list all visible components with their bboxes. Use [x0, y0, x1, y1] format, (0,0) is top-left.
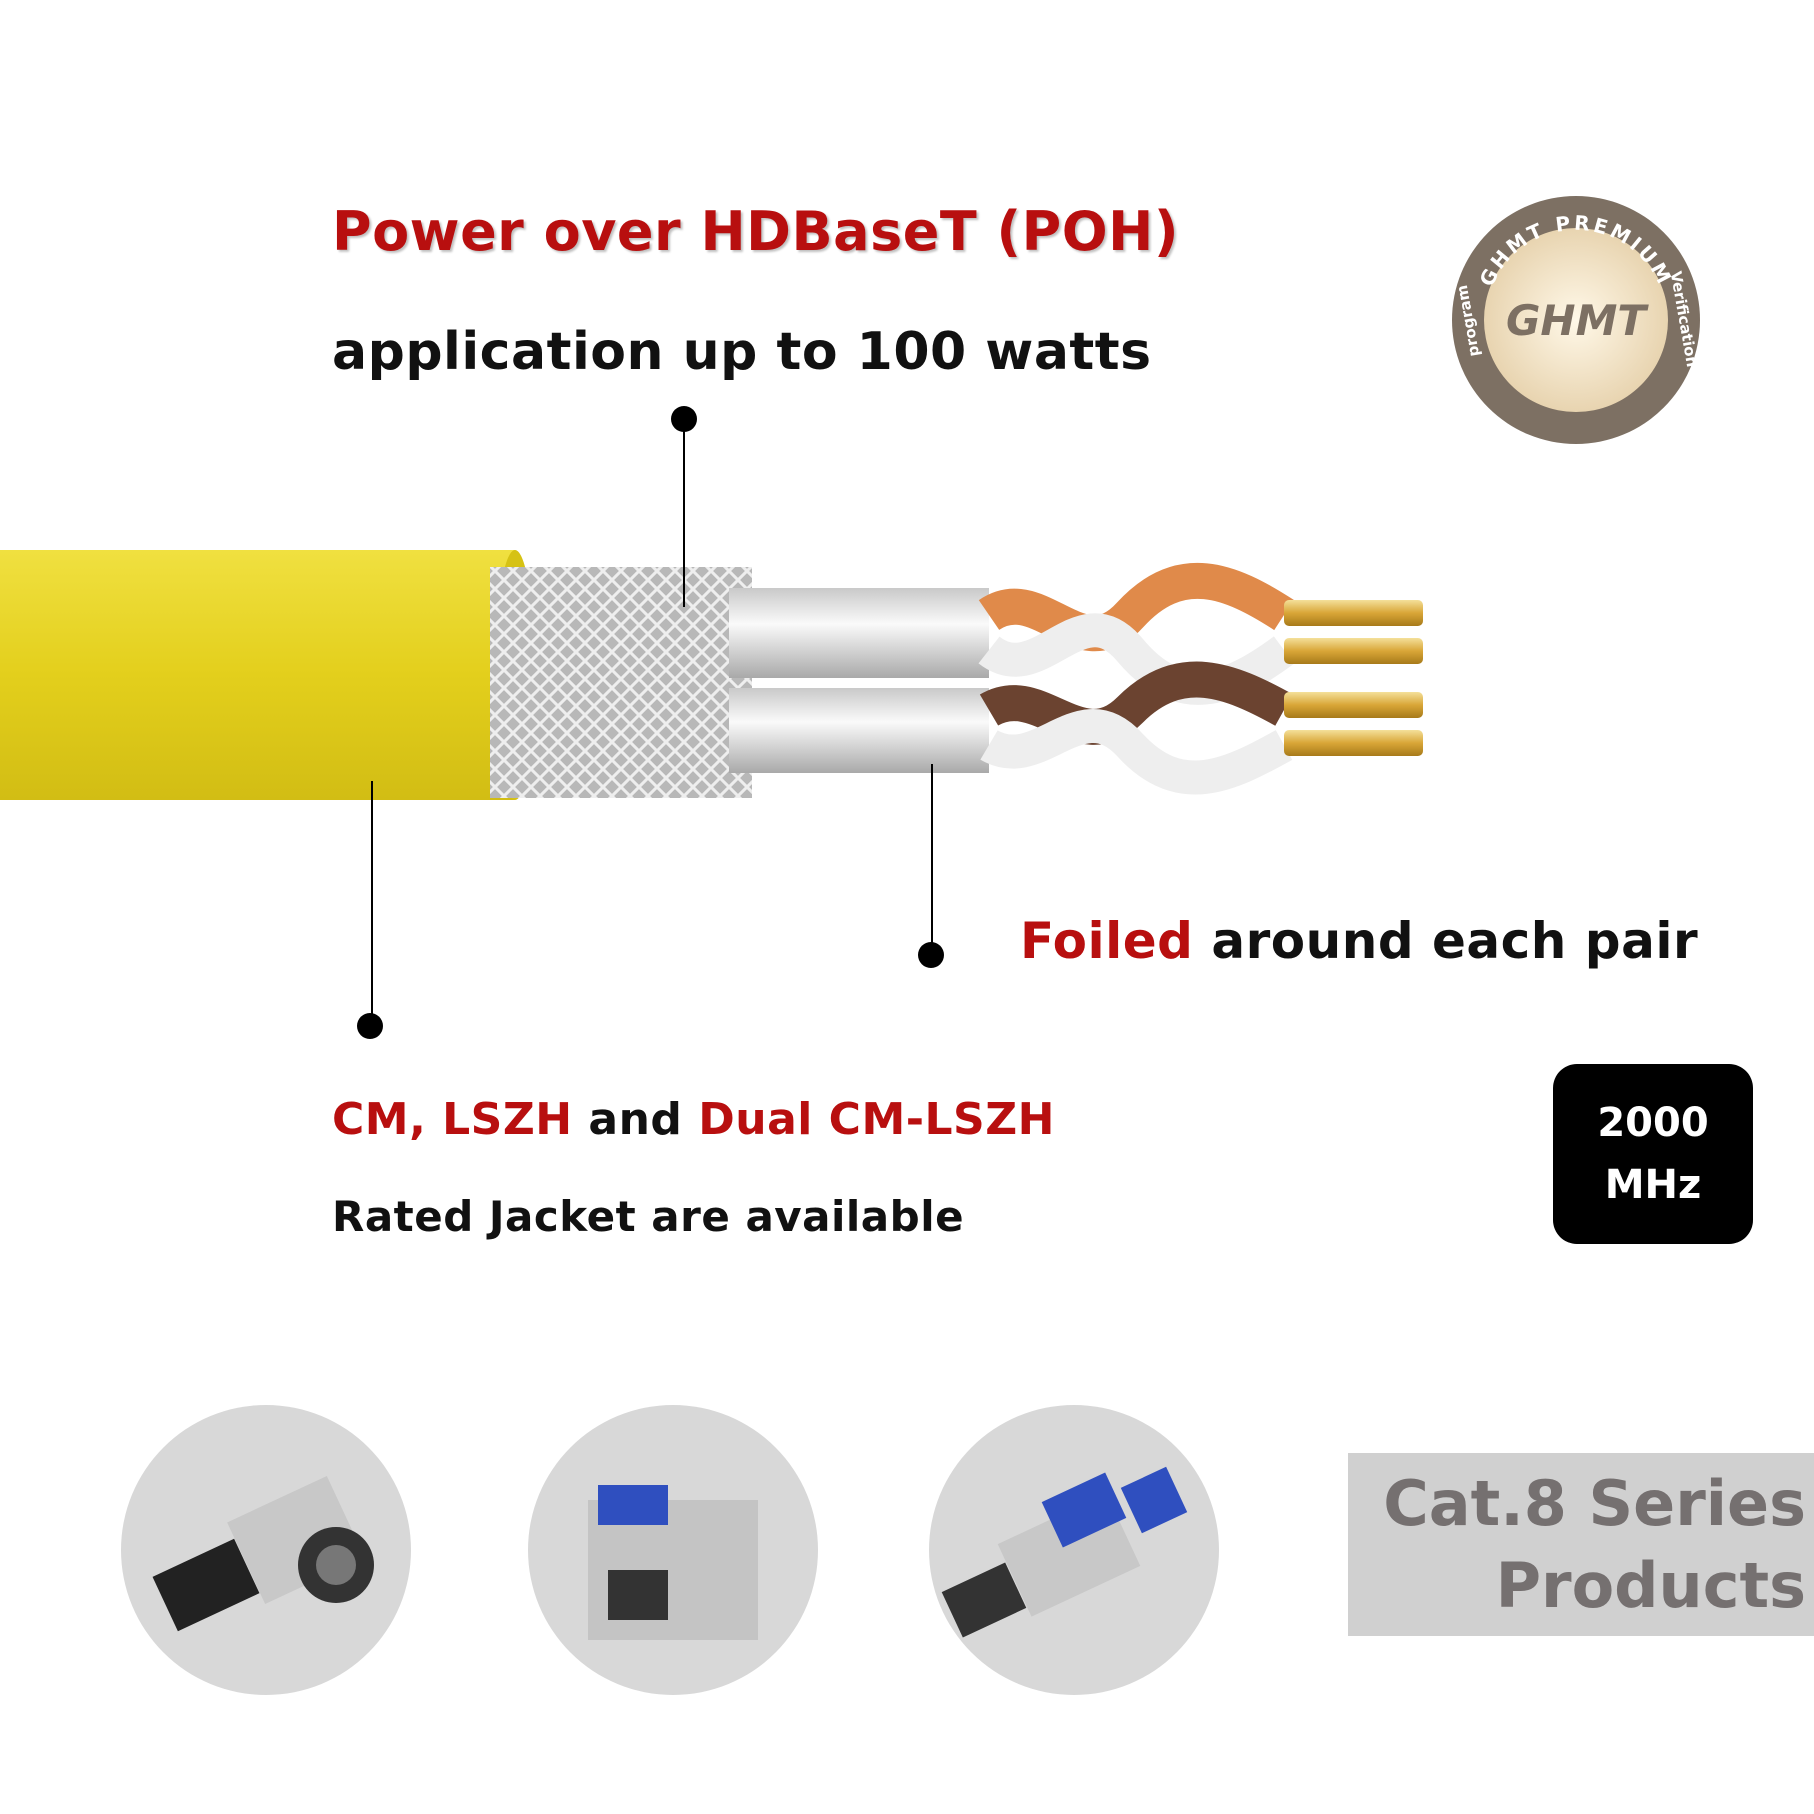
- series-line1: Cat.8 Series: [1383, 1467, 1806, 1540]
- callout-line-foil: [931, 764, 933, 955]
- product-angled-plug: [121, 1405, 411, 1695]
- frequency-unit: MHz: [1604, 1162, 1702, 1208]
- cable-illustration: [0, 550, 1423, 800]
- poh-subtitle: application up to 100 watts: [332, 322, 1152, 382]
- foil-highlight: Foiled: [1020, 912, 1194, 970]
- foil-rest: around each pair: [1193, 912, 1699, 970]
- keystone-jack-icon: [588, 1485, 758, 1640]
- jacket-label: CM, LSZH and Dual CM-LSZH: [332, 1094, 1055, 1145]
- braid-shield: [490, 567, 752, 798]
- svg-text:GHMT: GHMT: [1506, 296, 1649, 345]
- product-keystone-jack: [528, 1405, 818, 1695]
- callout-dot-jacket: [357, 1013, 383, 1039]
- cat8-series-banner: Cat.8 Series Products: [1348, 1453, 1814, 1636]
- jacket-part2: and: [572, 1094, 699, 1145]
- jacket-part1: CM, LSZH: [332, 1094, 573, 1145]
- rj45-angled-plug-icon: [152, 1475, 374, 1632]
- foil-label: Foiled around each pair: [1020, 912, 1698, 970]
- rj45-field-plug-icon: [941, 1466, 1188, 1638]
- callout-line-poh: [683, 419, 685, 607]
- series-line2: Products: [1495, 1549, 1806, 1622]
- callout-dot-foil: [918, 942, 944, 968]
- jacket-part3: Dual CM-LSZH: [698, 1094, 1055, 1145]
- frequency-value: 2000: [1597, 1100, 1709, 1146]
- cable-jacket: [0, 550, 515, 800]
- pair-foil-1: [729, 588, 989, 678]
- pair-foil-2: [729, 688, 989, 773]
- ghmt-seal-logo: GHMT PREMIUM GHMT Verification program: [1452, 196, 1701, 444]
- product-field-plug: [929, 1405, 1219, 1695]
- callout-line-jacket: [371, 781, 373, 1026]
- poh-title: Power over HDBaseT (POH): [332, 200, 1180, 263]
- jacket-subtitle: Rated Jacket are available: [332, 1192, 965, 1241]
